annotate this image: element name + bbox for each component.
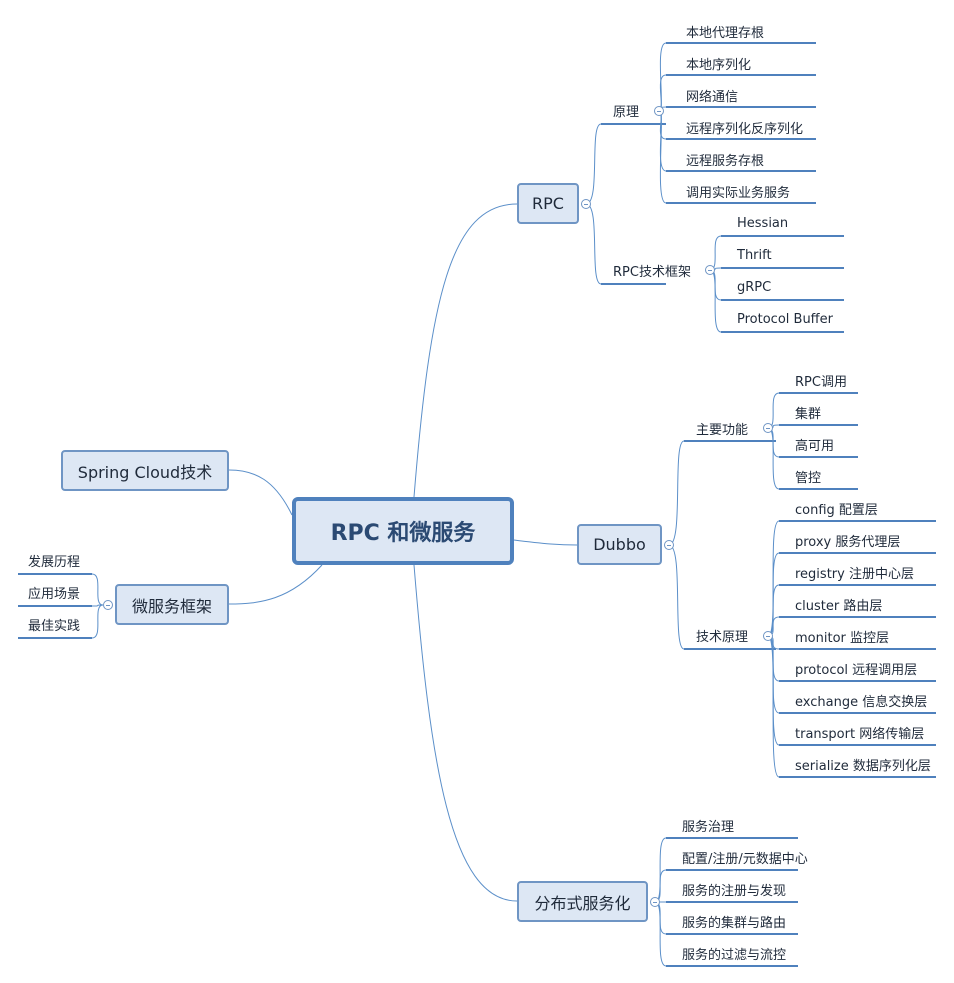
leaf-principle-3[interactable]: 网络通信 (686, 89, 739, 105)
collapse-toggle-icon[interactable] (763, 423, 773, 433)
leaf-distributed-3[interactable]: 服务的注册与发现 (682, 883, 787, 899)
subtopic-tech-principle[interactable]: 技术原理 (696, 629, 749, 645)
collapse-toggle-icon[interactable] (103, 600, 113, 610)
topic-spring-cloud[interactable]: Spring Cloud技术 (61, 450, 229, 491)
leaf-principle-6[interactable]: 调用实际业务服务 (686, 185, 791, 201)
subtopic-main-features[interactable]: 主要功能 (696, 422, 749, 438)
leaf-framework-2[interactable]: Thrift (737, 247, 772, 263)
subtopic-principle[interactable]: 原理 (613, 104, 640, 120)
dubbo-subtopic-connector (668, 440, 685, 546)
leaf-tech-1[interactable]: config 配置层 (795, 502, 878, 518)
root-to-distributed-connector (413, 564, 518, 902)
subtopic-rpc-frameworks[interactable]: RPC技术框架 (613, 264, 691, 280)
leaf-distributed-5[interactable]: 服务的过滤与流控 (682, 947, 787, 963)
leaf-tech-3[interactable]: registry 注册中心层 (795, 566, 914, 582)
topic-microservice-framework[interactable]: 微服务框架 (115, 584, 229, 625)
leaf-distributed-4[interactable]: 服务的集群与路由 (682, 915, 787, 931)
leaf-microservice-3[interactable]: 最佳实践 (28, 618, 81, 634)
collapse-toggle-icon[interactable] (650, 897, 660, 907)
collapse-toggle-icon[interactable] (664, 540, 674, 550)
collapse-toggle-icon[interactable] (654, 106, 664, 116)
topic-rpc[interactable]: RPC (517, 183, 579, 224)
leaf-microservice-2[interactable]: 应用场景 (28, 586, 81, 602)
leaf-tech-4[interactable]: cluster 路由层 (795, 598, 883, 614)
root-to-dubbo-connector (513, 539, 578, 546)
leaf-principle-2[interactable]: 本地序列化 (686, 57, 752, 73)
leaf-distributed-2[interactable]: 配置/注册/元数据中心 (682, 851, 808, 867)
leaf-framework-1[interactable]: Hessian (737, 215, 789, 231)
leaf-principle-5[interactable]: 远程服务存根 (686, 153, 765, 169)
leaf-tech-7[interactable]: exchange 信息交换层 (795, 694, 928, 710)
leaf-tech-2[interactable]: proxy 服务代理层 (795, 534, 901, 550)
topic-dubbo[interactable]: Dubbo (577, 524, 662, 565)
leaf-principle-4[interactable]: 远程序列化反序列化 (686, 121, 804, 137)
collapse-toggle-icon[interactable] (705, 265, 715, 275)
leaf-tech-5[interactable]: monitor 监控层 (795, 630, 889, 646)
leaf-framework-3[interactable]: gRPC (737, 279, 772, 295)
microservice-leaf-connector (91, 573, 104, 606)
rpc-subtopic-connector (585, 123, 602, 205)
dubbo-subtopic-connector (668, 544, 685, 650)
root-to-springcloud-connector (228, 469, 293, 516)
leaf-distributed-1[interactable]: 服务治理 (682, 819, 735, 835)
leaf-feature-1[interactable]: RPC调用 (795, 374, 847, 390)
leaf-framework-4[interactable]: Protocol Buffer (737, 311, 833, 327)
collapse-toggle-icon[interactable] (581, 199, 591, 209)
root-to-microservice-connector (228, 564, 323, 605)
leaf-tech-9[interactable]: serialize 数据序列化层 (795, 758, 931, 774)
leaf-microservice-1[interactable]: 发展历程 (28, 554, 81, 570)
leaf-feature-4[interactable]: 管控 (795, 470, 822, 486)
root-to-rpc-connector (413, 203, 518, 498)
leaf-principle-1[interactable]: 本地代理存根 (686, 25, 765, 41)
collapse-toggle-icon[interactable] (763, 631, 773, 641)
leaf-tech-6[interactable]: protocol 远程调用层 (795, 662, 918, 678)
rpc-subtopic-connector (585, 203, 602, 285)
leaf-feature-3[interactable]: 高可用 (795, 438, 835, 454)
tech-leaf-connector (767, 635, 780, 778)
leaf-feature-2[interactable]: 集群 (795, 406, 822, 422)
microservice-leaf-connector (91, 604, 104, 639)
root-node[interactable]: RPC 和微服务 (292, 497, 514, 565)
leaf-tech-8[interactable]: transport 网络传输层 (795, 726, 925, 742)
topic-distributed-service[interactable]: 分布式服务化 (517, 881, 648, 922)
